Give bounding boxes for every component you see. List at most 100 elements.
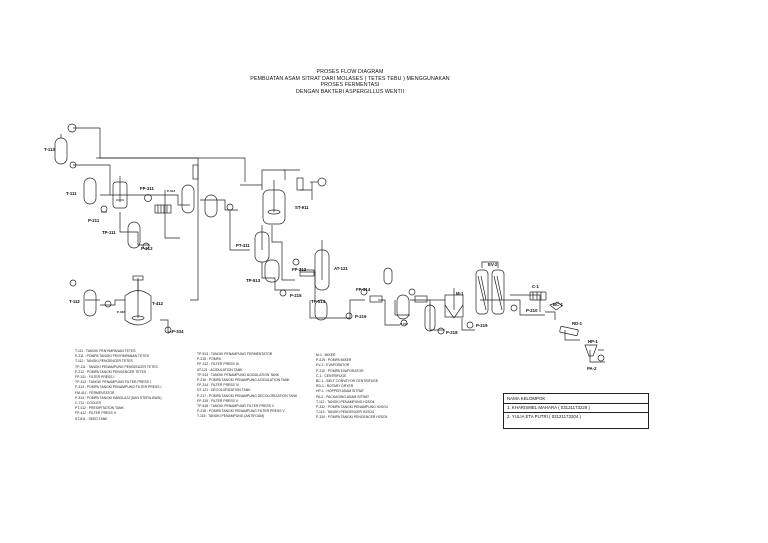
legend-item: ST-811 : SEED TANK bbox=[75, 416, 108, 421]
tag-p210: P-210 bbox=[526, 308, 538, 313]
legend-item: TP-312 : TANGKI PENAMPUNG FILTER PRESS I bbox=[75, 380, 151, 385]
tag-p216: P-216 bbox=[355, 314, 367, 319]
tank-t111 bbox=[69, 161, 97, 205]
legend-item: DT-121 : DECOLORIZATION TANK bbox=[197, 388, 251, 393]
belt-conveyor-bc1 bbox=[549, 301, 563, 311]
tag-p218: P-218 bbox=[446, 330, 458, 335]
tank-p313 bbox=[181, 164, 199, 214]
seed-tank-st911 bbox=[262, 177, 327, 225]
legend-item: C-711 : COOLER bbox=[75, 401, 102, 406]
tag-labels: T-113 T-111 P-211 TP-111 P-212 FP-311 P-… bbox=[44, 147, 598, 371]
legend-item: TP-111 : TANGKI PENAMPUNG PENGENCER TETE… bbox=[75, 364, 158, 369]
fermentor-t412 bbox=[124, 275, 152, 326]
legend-item: TP-513 : TANGKI PENAMPUNG FERMENTATOR bbox=[197, 352, 273, 356]
piping bbox=[73, 127, 605, 363]
legend-column-3: M-1 : MIXER P-219 : POMPA MIXER EV-2 : E… bbox=[316, 353, 388, 421]
legend-item: RD-1 : ROTARY DRYER bbox=[316, 384, 354, 389]
legend-item: HP-1 : HOPPER ASAM SITRAT bbox=[316, 389, 364, 394]
legend-item: FP-412 : FILTER PRESS II bbox=[75, 411, 116, 416]
legend-item: AT-121 : ACIDULATION TANK bbox=[197, 367, 243, 372]
mixing-tank-t112a bbox=[112, 176, 128, 209]
acidulation-tank-at121 bbox=[314, 240, 330, 291]
legend-item: T-112 : TANGKI PENGENCER TETES bbox=[75, 359, 133, 364]
tank-tp111 bbox=[127, 221, 141, 249]
tag-fp311: FP-311 bbox=[140, 186, 154, 191]
tag-pa2: PA-2 bbox=[587, 366, 597, 371]
legend-column-2: TP-513 : TANGKI PENAMPUNG FERMENTATOR P-… bbox=[197, 352, 297, 420]
tag-fp314: FP-314 bbox=[356, 287, 371, 292]
tag-t412: T-412 bbox=[152, 301, 164, 306]
legend-item: P-210 : POMPA EVAPORATOR bbox=[316, 368, 364, 373]
tag-p313: P-313 bbox=[167, 189, 175, 193]
pump-p219 bbox=[466, 321, 474, 329]
filter-press-fp314 bbox=[360, 288, 383, 303]
tank-t112 bbox=[69, 279, 97, 317]
tag-rd1: RD-1 bbox=[572, 321, 583, 326]
tag-t111: T-111 bbox=[66, 191, 77, 196]
pump-p211 bbox=[100, 205, 108, 213]
filter-press-fp311 bbox=[144, 194, 172, 214]
legend-item: FP-311 : FILTER PRESS I bbox=[75, 375, 115, 380]
tag-p215: P-215 bbox=[290, 293, 302, 298]
tag-p211: P-211 bbox=[88, 218, 100, 223]
legend-item: T-115 : TANGKI PENAMPUNG (ANTIFOAM) bbox=[197, 414, 265, 419]
legend-item: FP-315 : FILTER PRESS V bbox=[197, 398, 239, 403]
tag-p219: P-219 bbox=[476, 323, 488, 328]
legend-item: C-1 : CENTRIFUGE bbox=[316, 373, 347, 378]
tank-tp514 bbox=[314, 299, 328, 321]
group-member-1: 1. KHARISMEL MAHARA ( 03121173229 ) bbox=[504, 403, 648, 412]
tag-p334: P-334 bbox=[172, 329, 184, 334]
tag-p212: P-212 bbox=[141, 246, 153, 251]
legend-item: BC-1 : BELT CONVEYOR CENTRIFUGE bbox=[316, 379, 379, 384]
title-line-4: DENGAN BAKTERI ASPERGILLUS WENTII bbox=[295, 88, 405, 95]
centrifuge-c1 bbox=[529, 291, 547, 301]
legend-item: P-218 : POMPA TANGKI PENAMPUNG FILTER PR… bbox=[197, 409, 285, 414]
legend-item: P-219 : POMPA MIXER bbox=[316, 358, 352, 363]
legend-item: FP-312 : FILTER PRESS III bbox=[197, 362, 239, 367]
pump-p212 bbox=[142, 242, 150, 250]
legend-item: PT-412 : PRESIPITATION TANK bbox=[75, 406, 124, 411]
tag-t113: T-113 bbox=[44, 147, 55, 152]
legend-item: FM-411 : FERMENTATOR bbox=[75, 390, 115, 395]
tag-tp513: TP-513 bbox=[246, 278, 261, 283]
legend-item: EV-2 : EVAPORATOR bbox=[316, 363, 350, 368]
tag-c1: C-1 bbox=[532, 284, 540, 289]
tank-dt121 bbox=[383, 267, 410, 320]
legend-item: P-211 : POMPA TANGKI PENYIMPANAN TETES bbox=[75, 354, 149, 359]
pump-p218 bbox=[437, 327, 445, 335]
group-members-box: NAMA KELOMPOK 1. KHARISMEL MAHARA ( 0312… bbox=[503, 393, 649, 429]
hopper-hp1 bbox=[584, 344, 604, 357]
pump-p333b bbox=[104, 300, 112, 308]
legend-item: M-1 : MIXER bbox=[316, 353, 336, 357]
tag-hp1: HP-1 bbox=[588, 339, 598, 344]
group-heading: NAMA KELOMPOK bbox=[507, 396, 546, 401]
legend-item: FP-314 : FILTER PRESS IV bbox=[197, 383, 239, 388]
vessel-pt411 bbox=[254, 225, 270, 263]
tag-p333: P-333 bbox=[117, 310, 125, 314]
title-line-2: PEMBUATAN ASAM SITRAT DARI MOLASES ( TET… bbox=[250, 75, 450, 82]
legend-item: P-334 : POMPA TANGKI PENGENCER H2SO4 bbox=[316, 415, 388, 420]
legend-item: TP-514 : TANGKI PENAMPUNG ACIDULATION TA… bbox=[197, 372, 280, 377]
tag-ev2: EV-2 bbox=[488, 262, 498, 267]
pump-p215 bbox=[279, 289, 287, 297]
mixer-m1 bbox=[444, 288, 464, 319]
pump-p216 bbox=[345, 312, 353, 320]
filter-press-fp315 bbox=[408, 288, 436, 332]
legend-item: PA-2 : PACKAGING ASAM SITRAT bbox=[316, 394, 370, 399]
legend-item: P-215 : POMPA bbox=[197, 357, 221, 362]
legend-item: T-112 : TANGKI PENAMPUNG H2SO4 bbox=[316, 399, 375, 404]
title-line-1: PROSES FLOW DIAGRAM bbox=[316, 69, 384, 75]
tag-p217: P-217 bbox=[400, 322, 408, 326]
legend-item: TP-515 : TANGKI PENAMPUNG FILTER PRESS V bbox=[197, 404, 275, 409]
pump-p334 bbox=[164, 326, 172, 334]
packaging-pa2 bbox=[597, 354, 605, 362]
tag-pt411: PT-411 bbox=[236, 243, 250, 248]
diagram-title: PROSES FLOW DIAGRAM PEMBUATAN ASAM SITRA… bbox=[150, 69, 550, 95]
legend-item: T-111 : TANGKI PENYIMPANAN TETES bbox=[75, 349, 136, 353]
group-member-2: 2. YULIA ETA PUTRI ( 03121173204 ) bbox=[504, 412, 648, 421]
legend-item: P-313 : POMPA TANGKI PENAMPUNG FILTER PR… bbox=[75, 385, 162, 390]
tag-at121: AT-121 bbox=[334, 266, 348, 271]
tank-tp312 bbox=[204, 194, 218, 218]
filter-press-fp312 bbox=[292, 258, 315, 277]
